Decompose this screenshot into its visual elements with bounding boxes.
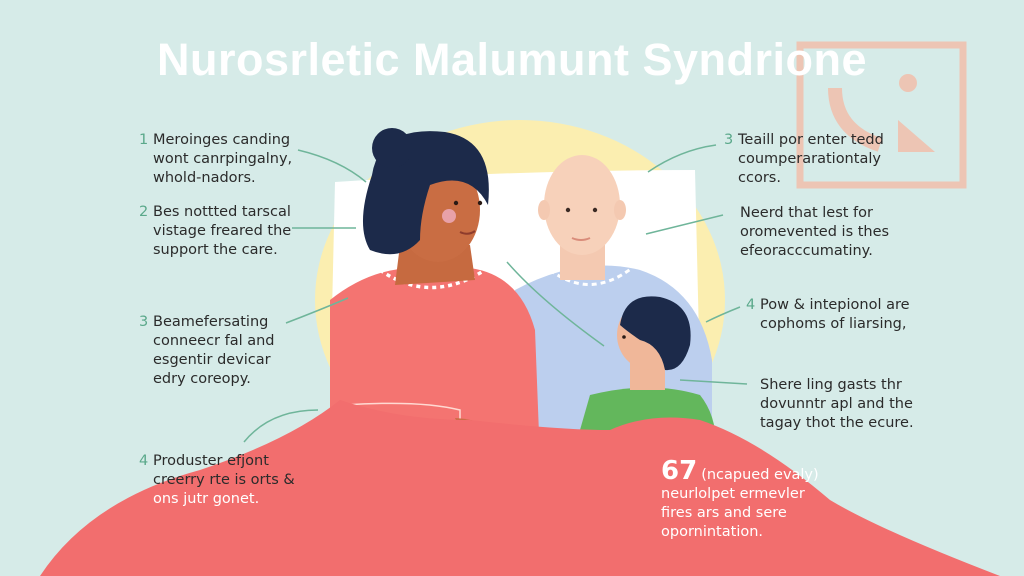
child-figure — [560, 296, 716, 500]
stat-callout: 67(ncapued evaly) neurlolpet ermevler fi… — [661, 456, 819, 540]
blanket — [40, 400, 1000, 576]
note-left-3: 3 Beamefersating conneecr fal and esgent… — [139, 314, 275, 387]
note-right-2: Neerd that lest for oromevented is thes … — [740, 205, 890, 259]
note-right-3: 4 Pow & intepionol are cophoms of liarsi… — [746, 297, 910, 332]
callout-arrows — [243, 144, 748, 443]
page-title: Nurosrletic Malumunt Syndrione — [156, 34, 868, 85]
stat-value: 67 — [661, 456, 698, 486]
note-left-1: 1 Meroinges canding wont canrpingalny, w… — [139, 132, 293, 186]
note-right-4: Shere ling gasts thr dovunntr apl and th… — [760, 377, 914, 431]
stat-label: (ncapued evaly) — [701, 467, 819, 483]
note-left-2: 2 Bes nottted tarscal vistage freared th… — [139, 204, 292, 258]
image-placeholder-icon — [796, 41, 967, 189]
note-right-1: 3 Teaill por enter tedd coumperarationta… — [724, 132, 884, 186]
note-left-4: 4 Produster efjont creerry rte is orts &… — [139, 453, 295, 507]
